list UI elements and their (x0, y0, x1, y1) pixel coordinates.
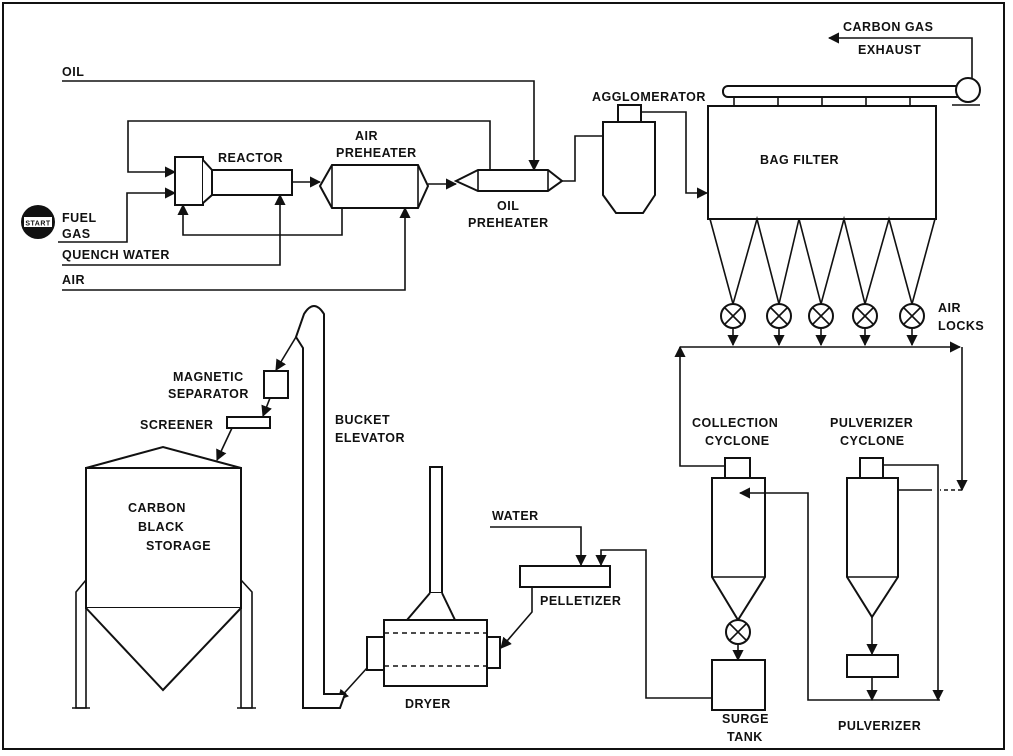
air-lock (808, 303, 834, 347)
svg-text:START: START (25, 221, 51, 228)
pulverizer-cyclone-label: PULVERIZER (830, 416, 913, 430)
screener-to-storage (216, 427, 233, 462)
bag-filter-label: BAG FILTER (760, 153, 839, 167)
exhaust-line (827, 32, 973, 78)
air-label: AIR (62, 273, 85, 287)
pelletizer-to-dryer (500, 587, 533, 649)
screener (226, 416, 271, 429)
water-label: WATER (492, 509, 539, 523)
recycle-line (127, 120, 491, 178)
collection-cyclone-label-2: CYCLONE (705, 434, 770, 448)
frame (2, 2, 1005, 750)
preheat-return-line (177, 203, 343, 236)
air-preheater-label-2: PREHEATER (336, 146, 417, 160)
water-line (490, 526, 587, 567)
magnetic-separator-label: MAGNETIC (173, 370, 244, 384)
air-locks-label-2: LOCKS (938, 319, 984, 333)
air-lock (766, 303, 792, 347)
elevator-to-separator (275, 336, 297, 371)
oil-label: OIL (62, 65, 84, 79)
oil-preheater-label: OIL (497, 199, 519, 213)
exhaust-label-2: EXHAUST (858, 43, 921, 57)
carbon-black-storage (72, 445, 256, 709)
collection-cyclone-return (674, 345, 726, 467)
air-locks (720, 303, 925, 347)
storage-label-3: STORAGE (146, 539, 211, 553)
storage-label: CARBON (128, 501, 186, 515)
pulverizer-cyclone-vent (883, 464, 944, 702)
surge-tank-label: SURGE (722, 712, 769, 726)
air-line (62, 206, 411, 291)
oil-line (62, 80, 540, 172)
agglomerator-label: AGGLOMERATOR (592, 90, 706, 104)
reactor-label: REACTOR (218, 151, 283, 165)
air-preheater (318, 164, 430, 209)
air-lock (899, 303, 925, 347)
reactor (174, 156, 293, 206)
surge-tank (711, 659, 766, 711)
fuel-gas-label-2: GAS (62, 227, 91, 241)
bucket-elevator-label: BUCKET (335, 413, 390, 427)
agglomerator-to-bag-filter (641, 111, 709, 199)
air-lock (852, 303, 878, 347)
oil-preheater-to-agglomerator (562, 130, 619, 182)
fuel-gas-label: FUEL (62, 211, 97, 225)
exhaust-fan (952, 77, 981, 106)
bag-filter (707, 85, 967, 308)
collection-cyclone-label: COLLECTION (692, 416, 778, 430)
oil-preheater (453, 169, 564, 192)
pulverizer-cyclone-label-2: CYCLONE (840, 434, 905, 448)
air-locks-label: AIR (938, 301, 961, 315)
surge-tank-label-2: TANK (727, 730, 763, 744)
collection-cyclone (711, 457, 766, 662)
quench-water-label: QUENCH WATER (62, 248, 170, 262)
start-badge: START (21, 205, 55, 239)
magnetic-separator (263, 370, 289, 399)
pelletizer-label: PELLETIZER (540, 594, 621, 608)
pulverizer-label: PULVERIZER (838, 719, 921, 733)
oil-preheater-label-2: PREHEATER (468, 216, 549, 230)
air-lock (720, 303, 746, 347)
bucket-elevator-label-2: ELEVATOR (335, 431, 405, 445)
dryer-label: DRYER (405, 697, 451, 711)
magnetic-separator-label-2: SEPARATOR (168, 387, 249, 401)
agglomerator (602, 104, 656, 214)
storage-label-2: BLACK (138, 520, 184, 534)
pelletizer (519, 565, 611, 588)
screener-label: SCREENER (140, 418, 213, 432)
exhaust-label: CARBON GAS (843, 20, 933, 34)
quench-water-line (62, 193, 286, 266)
pulverizer-cyclone (846, 457, 899, 656)
pulverizer (846, 654, 899, 678)
bucket-elevator (294, 305, 347, 709)
fuel-gas-line (58, 187, 177, 243)
air-preheater-label: AIR (355, 129, 378, 143)
surge-to-pelletizer (595, 549, 712, 699)
pulverizer-return-line (738, 487, 940, 701)
dryer (366, 466, 501, 687)
separator-to-screener (261, 397, 272, 418)
